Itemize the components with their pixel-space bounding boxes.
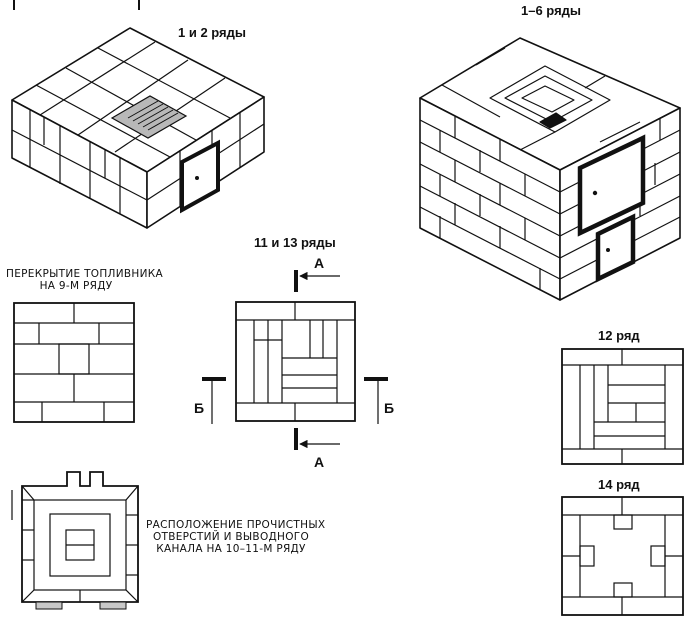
rows-11-13-plan (235, 301, 356, 422)
row-14-label: 14 ряд (598, 477, 640, 492)
section-b-right-label: Б (384, 400, 395, 416)
firebox-caption-line-2: НА 9-М РЯДУ (39, 280, 113, 293)
grate-icon (110, 95, 188, 139)
section-marks (202, 270, 388, 450)
door-icon (180, 139, 220, 214)
cleanout-caption-line-2: ОТВЕРСТИЙ И ВЫВОДНОГО (152, 531, 310, 544)
section-a-top-label: А (314, 255, 325, 271)
rows-1-2-label: 1 и 2 ряды (178, 25, 246, 40)
section-b-left-label: Б (194, 400, 205, 416)
cleanout-caption-line-1: РАСПОЛОЖЕНИЕ ПРОЧИСТНЫХ (146, 519, 326, 531)
section-a-bottom-label: А (314, 454, 325, 470)
firebox-cover-plan (13, 302, 135, 423)
firebox-door-icon (577, 134, 646, 237)
row-12-label: 12 ряд (598, 328, 640, 343)
rows-11-13-label: 11 и 13 ряды (254, 235, 336, 250)
row-12-plan (561, 348, 684, 465)
cleanout-caption: РАСПОЛОЖЕНИЕ ПРОЧИСТНЫХ ОТВЕРСТИЙ И ВЫВО… (146, 519, 326, 556)
top-edge-fragments (13, 0, 140, 10)
firebox-cover-caption: ПЕРЕКРЫТИЕ ТОПЛИВНИКА НА 9-М РЯДУ (6, 268, 164, 293)
firebox-caption-line-1: ПЕРЕКРЫТИЕ ТОПЛИВНИКА (6, 268, 164, 280)
rows-1-6-label: 1–6 ряды (521, 3, 582, 18)
ash-door-icon (595, 213, 636, 283)
row-14-plan (561, 496, 684, 616)
stove-feet (35, 601, 127, 610)
cleanout-caption-line-3: КАНАЛА НА 10–11-М РЯДУ (156, 543, 306, 556)
cleanout-plan (21, 471, 139, 603)
